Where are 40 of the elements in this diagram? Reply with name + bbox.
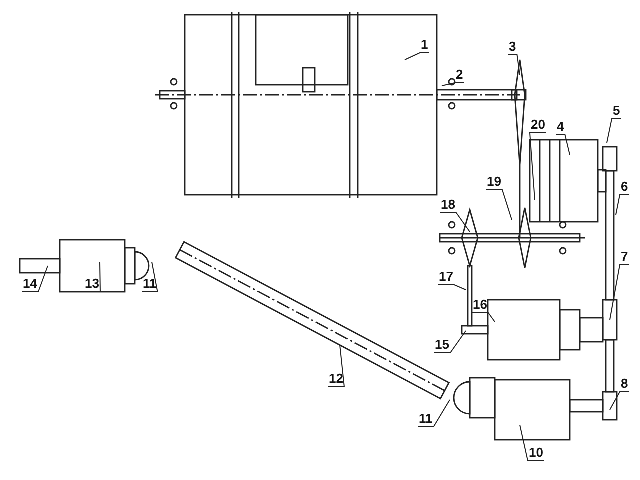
callout-number: 2 [455,68,464,82]
callout-number: 15 [434,338,450,352]
leader-line [22,266,48,292]
leader-line [418,400,450,428]
callout-number: 1 [420,38,430,52]
leader-line [440,212,470,232]
callout-number: 4 [556,120,566,134]
leader-line [556,134,570,156]
leader-line [142,262,158,292]
leader-line [610,264,630,320]
leader-line [486,190,512,220]
callout-number: 12 [328,372,344,386]
callout-number: 14 [22,277,38,291]
leader-line [606,118,622,144]
leader-line [616,194,630,216]
leader-line [84,262,101,292]
callout-number: 13 [84,277,100,291]
callout-number: 11 [418,412,434,426]
leader-line [472,312,496,322]
callout-number: 6 [620,180,630,194]
callout-number: 19 [486,175,502,189]
leader-line [508,54,520,76]
callout-number: 10 [528,446,544,460]
callout-number: 17 [438,270,454,284]
leader-line [434,330,466,354]
leader-line [438,284,466,290]
leader-line [529,132,547,200]
callout-number: 16 [472,298,488,312]
callout-number: 3 [508,40,518,54]
leader-line [404,52,430,60]
callout-number: 11 [142,277,158,291]
callout-number: 20 [530,118,546,132]
leader-line [610,392,630,410]
callout-number: 7 [620,250,630,264]
callout-number: 5 [612,104,622,118]
leader-line [520,424,545,462]
leader-line [328,344,346,388]
leader-line [442,82,465,86]
callout-number: 8 [620,377,630,391]
callout-number: 18 [440,198,456,212]
